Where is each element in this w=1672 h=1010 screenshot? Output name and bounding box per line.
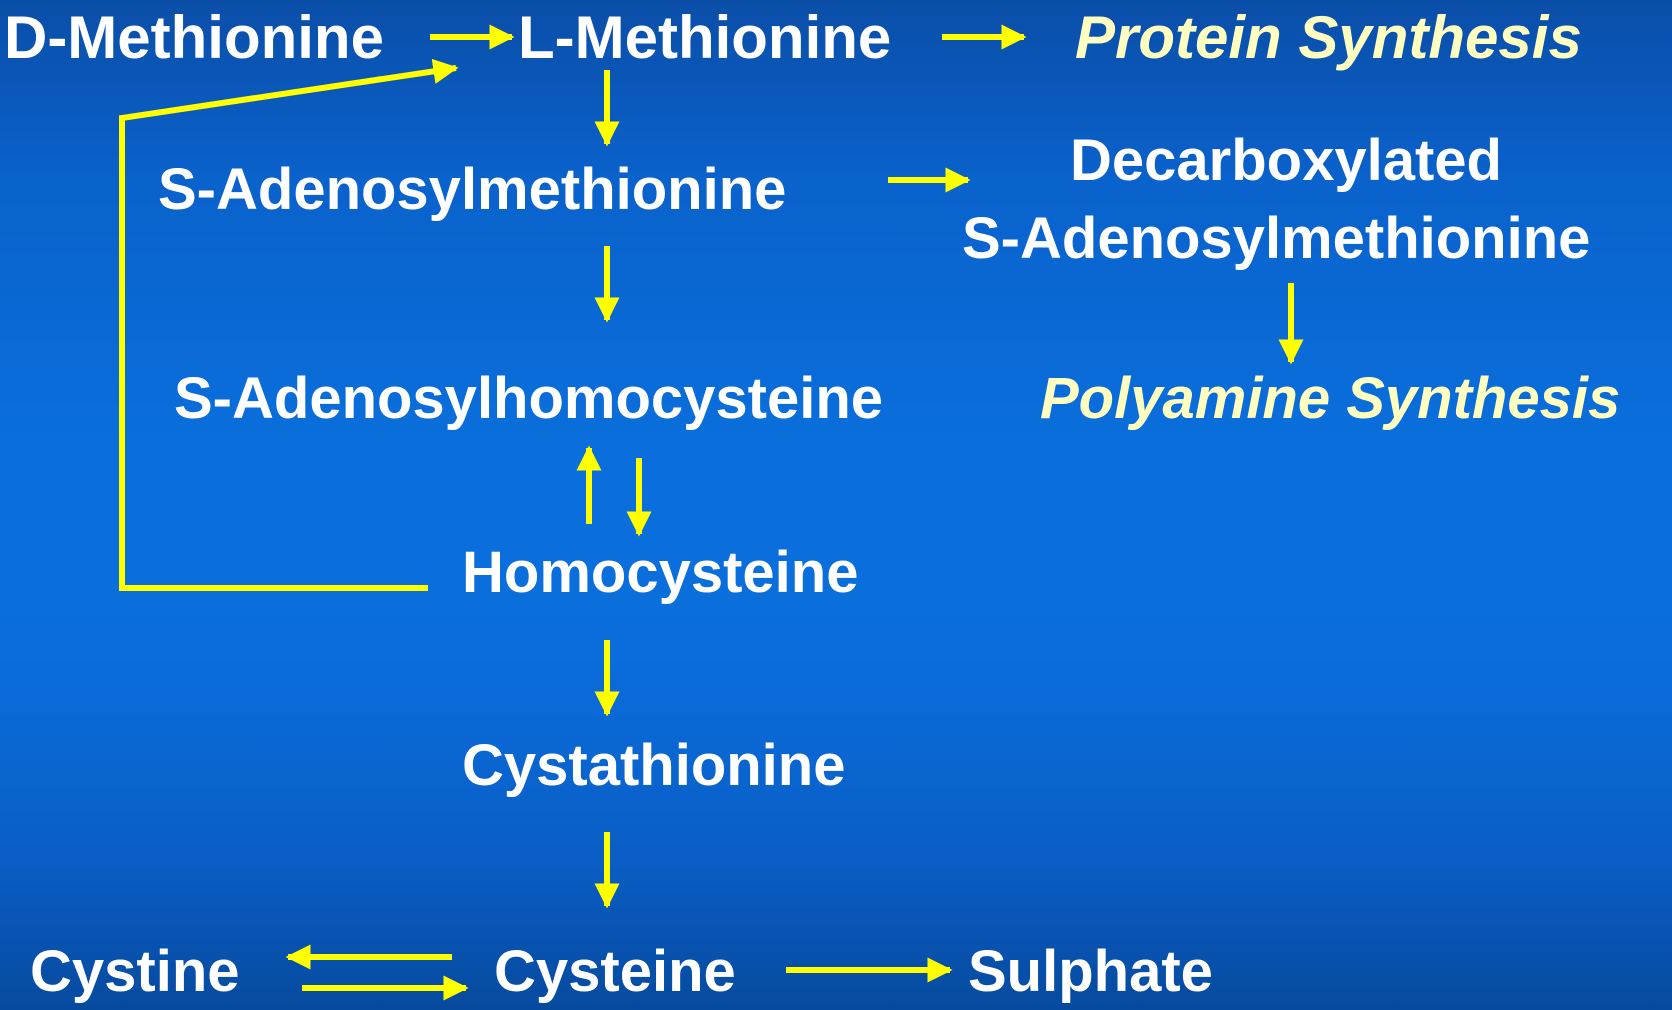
cystine-label: Cystine (30, 939, 240, 1004)
sah-label: S-Adenosylhomocysteine (174, 366, 884, 431)
sulphate-label: Sulphate (968, 939, 1213, 1004)
d-methionine-label: D-Methionine (4, 4, 384, 71)
decarboxylated-label-line1: Decarboxylated (1070, 128, 1502, 193)
cystathionine-label: Cystathionine (462, 733, 846, 798)
arrow-homocysteine-remethylation-loop (119, 58, 459, 591)
l-methionine-label: L-Methionine (518, 4, 892, 71)
cysteine-label: Cysteine (494, 939, 736, 1004)
homocysteine-label: Homocysteine (462, 540, 859, 605)
protein-synthesis-label: Protein Synthesis (1075, 4, 1582, 71)
sam-label: S-Adenosylmethionine (158, 157, 787, 222)
polyamine-synthesis-label: Polyamine Synthesis (1040, 366, 1621, 431)
decarboxylated-label-line2: S-Adenosylmethionine (962, 206, 1591, 271)
